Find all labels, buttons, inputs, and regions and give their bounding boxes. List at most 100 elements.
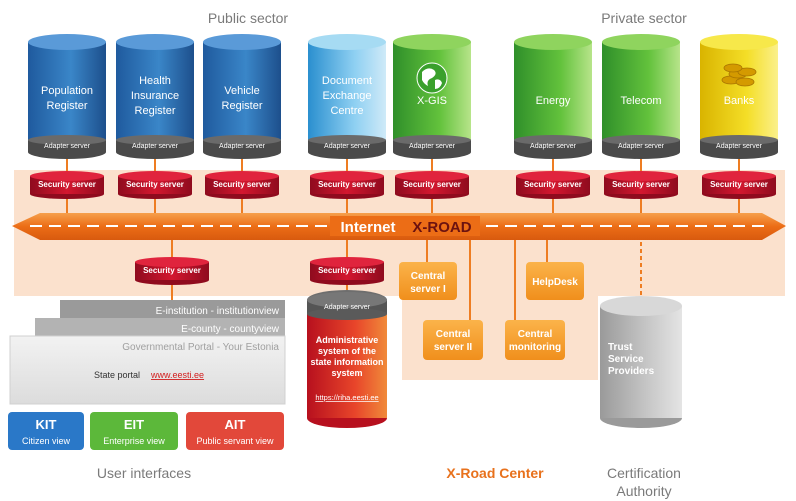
document-adapter-label: Adapter server — [324, 143, 371, 150]
xroad-center-label: X-Road Center — [446, 465, 544, 481]
ait-title: AIT — [225, 417, 246, 432]
public-sector-label: Public sector — [208, 10, 288, 26]
admin-label-4: system — [331, 368, 362, 378]
coins-icon — [721, 63, 757, 87]
security-server-energy-label: Security server — [524, 180, 582, 189]
energy-label-1: Energy — [536, 95, 571, 107]
e-county-label: E-county - countyview — [181, 324, 280, 335]
trust-service-providers-cylinder[interactable]: Trust Service Providers — [600, 296, 682, 428]
document-label-1: Document — [322, 75, 372, 87]
security-server-document-label: Security server — [318, 180, 376, 189]
telecom-label-1: Telecom — [621, 95, 662, 107]
ait-subtitle: Public servant view — [196, 436, 274, 446]
security-server-health[interactable]: Security server — [118, 171, 192, 199]
security-server-admin[interactable]: Security server — [310, 257, 384, 285]
telecom-database[interactable]: Adapter server Telecom — [602, 34, 680, 159]
security-server-population[interactable]: Security server — [30, 171, 104, 199]
bottom-security-servers: Security server Security server — [135, 257, 384, 285]
security-server-vehicle[interactable]: Security server — [205, 171, 279, 199]
security-server-document[interactable]: Security server — [310, 171, 384, 199]
central-server-2-label-2: server II — [434, 342, 473, 353]
xgis-adapter-label: Adapter server — [409, 143, 456, 150]
central-server-1-label-2: server I — [410, 284, 446, 295]
health-label-2: Insurance — [131, 90, 179, 102]
certification-label-2: Authority — [616, 483, 671, 499]
central-monitoring-box[interactable]: Central monitoring — [505, 320, 565, 360]
security-server-telecom-label: Security server — [612, 180, 670, 189]
bus-internet-label: Internet — [340, 219, 395, 236]
private-sector-label: Private sector — [601, 10, 687, 26]
central-server-2-label-1: Central — [436, 329, 471, 340]
admin-system-cylinder[interactable]: Adapter server Administrative system of … — [307, 290, 387, 428]
admin-url-link[interactable]: https://riha.eesti.ee — [315, 393, 378, 402]
helpdesk-box[interactable]: HelpDesk — [526, 262, 584, 300]
helpdesk-label: HelpDesk — [532, 277, 578, 288]
health-adapter-label: Adapter server — [132, 143, 179, 150]
vehicle-adapter-label: Adapter server — [219, 143, 266, 150]
telecom-adapter-label: Adapter server — [618, 143, 665, 150]
globe-icon — [416, 62, 448, 94]
banks-label-1: Banks — [724, 95, 755, 107]
x-road-bus: Internet X-ROAD — [12, 213, 786, 240]
admin-label-1: Administrative — [316, 335, 379, 345]
population-label-1: Population — [41, 85, 93, 97]
e-institution-label: E-institution - institutionview — [156, 306, 280, 317]
xgis-label-1: X-GIS — [417, 95, 447, 107]
bus-xroad-label: X-ROAD — [412, 219, 471, 236]
vehicle-label-2: Register — [222, 100, 263, 112]
energy-database[interactable]: Adapter server Energy — [514, 34, 592, 159]
security-server-xgis[interactable]: Security server — [395, 171, 469, 199]
security-server-banks-label: Security server — [710, 180, 768, 189]
health-label-3: Register — [135, 105, 176, 117]
portal-layers: E-institution - institutionview E-county… — [9, 300, 286, 405]
security-server-vehicle-label: Security server — [213, 180, 271, 189]
population-adapter-label: Adapter server — [44, 143, 91, 150]
xgis-database[interactable]: Adapter server X-GIS — [393, 34, 471, 159]
kit-title: KIT — [36, 417, 57, 432]
security-server-population-label: Security server — [38, 180, 96, 189]
admin-adapter-label: Adapter server — [324, 304, 371, 311]
certification-label-1: Certification — [607, 465, 681, 481]
security-server-admin-label: Security server — [318, 266, 376, 275]
document-label-2: Exchange — [323, 90, 372, 102]
governmental-portal-label: Governmental Portal - Your Estonia — [122, 342, 279, 353]
security-server-portal[interactable]: Security server — [135, 257, 209, 285]
e-institution-layer[interactable] — [60, 300, 285, 320]
central-monitoring-label-1: Central — [518, 329, 553, 340]
governmental-portal-layer[interactable] — [9, 335, 286, 405]
document-label-3: Centre — [330, 105, 363, 117]
state-portal-link[interactable]: www.eesti.ee — [150, 370, 204, 380]
security-server-energy[interactable]: Security server — [516, 171, 590, 199]
security-server-banks[interactable]: Security server — [702, 171, 776, 199]
central-server-1-label-1: Central — [411, 271, 446, 282]
state-portal-label: State portal — [94, 370, 140, 380]
central-server-1-box[interactable]: Central server I — [399, 262, 457, 300]
view-boxes: KIT Citizen view EIT Enterprise view AIT… — [8, 412, 284, 450]
eit-view-box[interactable]: EIT Enterprise view — [90, 412, 178, 450]
security-server-xgis-label: Security server — [403, 180, 461, 189]
central-server-2-box[interactable]: Central server II — [423, 320, 483, 360]
security-server-telecom[interactable]: Security server — [604, 171, 678, 199]
kit-view-box[interactable]: KIT Citizen view — [8, 412, 84, 450]
e-county-layer[interactable] — [35, 318, 285, 338]
kit-subtitle: Citizen view — [22, 436, 71, 446]
trust-label-1: Trust — [608, 342, 633, 353]
admin-label-2: system of the — [318, 346, 376, 356]
central-monitoring-label-2: monitoring — [509, 342, 561, 353]
vehicle-label-1: Vehicle — [224, 85, 259, 97]
x-road-center-boxes: Central server I HelpDesk Central server… — [399, 262, 584, 360]
trust-label-3: Providers — [608, 366, 655, 377]
ait-view-box[interactable]: AIT Public servant view — [186, 412, 284, 450]
health-label-1: Health — [139, 75, 171, 87]
admin-label-3: state information — [310, 357, 383, 367]
energy-adapter-label: Adapter server — [530, 143, 577, 150]
user-interfaces-label: User interfaces — [97, 465, 191, 481]
eit-title: EIT — [124, 417, 144, 432]
database-group: Adapter serverPopulationRegisterAdapter … — [28, 34, 778, 159]
trust-label-2: Service — [608, 354, 644, 365]
